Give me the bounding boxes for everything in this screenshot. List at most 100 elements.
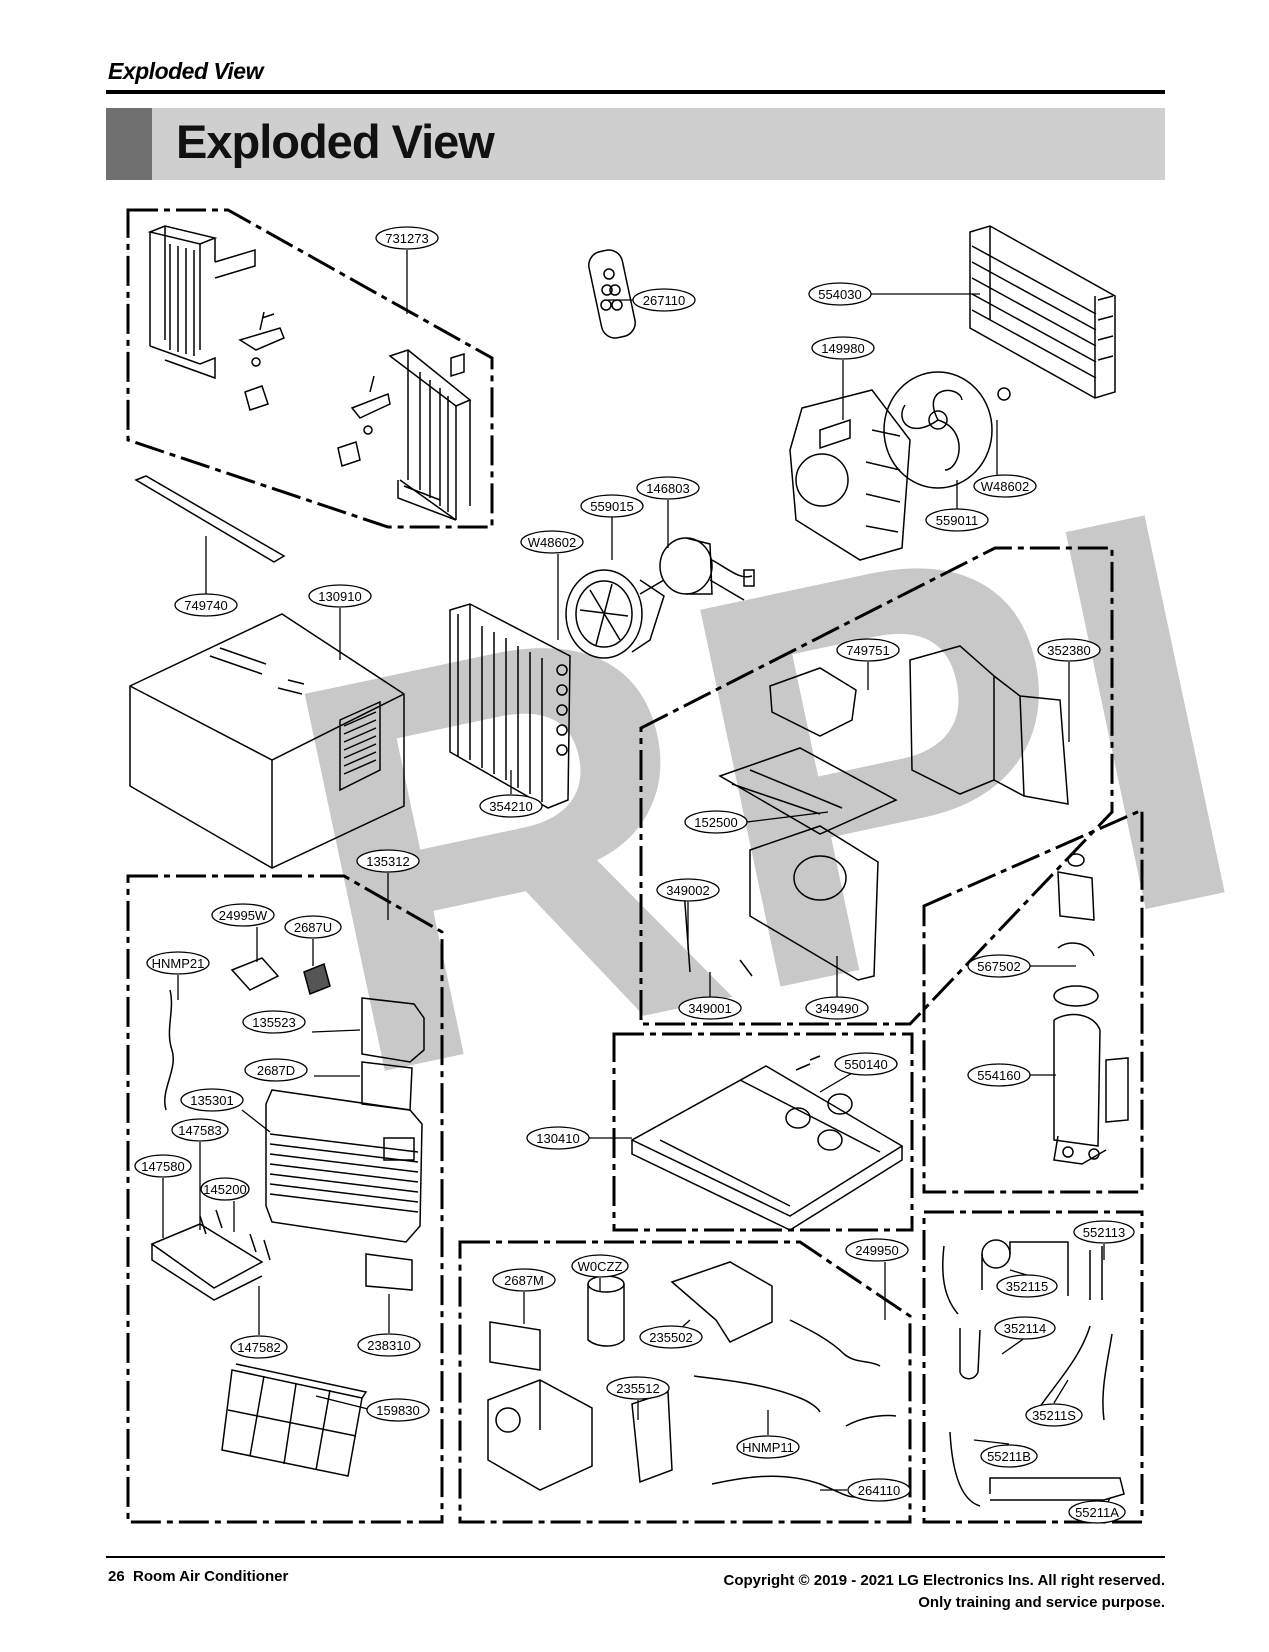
svg-text:147583: 147583 <box>178 1123 221 1138</box>
callout-552113: 552113 <box>1073 1220 1135 1244</box>
callout-2687D: 2687D <box>244 1058 308 1082</box>
callout-749740: 749740 <box>174 593 238 617</box>
callout-559015: 559015 <box>580 494 644 518</box>
svg-text:146803: 146803 <box>646 481 689 496</box>
callout-352115: 352115 <box>996 1274 1058 1298</box>
mounting-brackets <box>238 311 465 467</box>
callout-354210: 354210 <box>479 794 543 818</box>
callout-749751: 749751 <box>836 638 900 662</box>
callout-147580: 147580 <box>134 1154 192 1178</box>
callout-152500: 152500 <box>684 810 748 834</box>
callout-264110: 264110 <box>847 1478 911 1502</box>
callout-135312: 135312 <box>356 849 420 873</box>
callout-W48602-blower: W48602 <box>520 530 584 554</box>
svg-text:554160: 554160 <box>977 1068 1020 1083</box>
svg-text:2687D: 2687D <box>257 1063 295 1078</box>
title-accent-block <box>106 108 152 180</box>
svg-text:147580: 147580 <box>141 1159 184 1174</box>
product-name: Room Air Conditioner <box>133 1568 289 1585</box>
svg-text:749751: 749751 <box>846 643 889 658</box>
svg-text:559015: 559015 <box>590 499 633 514</box>
callout-W0CZZ: W0CZZ <box>571 1254 629 1278</box>
side-curtain-right <box>388 349 472 521</box>
svg-text:152500: 152500 <box>694 815 737 830</box>
svg-text:352114: 352114 <box>1004 1321 1046 1336</box>
svg-text:749740: 749740 <box>184 598 227 613</box>
svg-text:352380: 352380 <box>1047 643 1090 658</box>
svg-text:349002: 349002 <box>666 883 709 898</box>
callout-35211S: 35211S <box>1025 1403 1083 1427</box>
title-bar: Exploded View <box>106 108 1165 180</box>
tubing-sketch <box>942 1239 1125 1507</box>
svg-text:135312: 135312 <box>366 854 409 869</box>
svg-text:135301: 135301 <box>190 1093 233 1108</box>
callout-731273: 731273 <box>375 226 439 250</box>
svg-text:35211S: 35211S <box>1032 1408 1076 1423</box>
svg-text:352115: 352115 <box>1006 1279 1048 1294</box>
footer-legal: Copyright © 2019 - 2021 LG Electronics I… <box>724 1570 1165 1614</box>
callout-130410: 130410 <box>526 1126 590 1150</box>
callout-554030: 554030 <box>808 282 872 306</box>
svg-text:159830: 159830 <box>376 1403 419 1418</box>
callout-235512: 235512 <box>606 1376 670 1400</box>
callout-238310: 238310 <box>357 1333 421 1357</box>
electrical-parts-sketch <box>487 1261 897 1498</box>
page-title: Exploded View <box>176 115 495 168</box>
callout-567502: 567502 <box>967 954 1031 978</box>
callout-135523: 135523 <box>242 1010 306 1034</box>
group-border-window-kit <box>126 208 494 529</box>
svg-text:130410: 130410 <box>536 1131 579 1146</box>
svg-text:550140: 550140 <box>844 1057 887 1072</box>
blower-wheel-sketch <box>565 569 665 659</box>
compressor-sketch <box>1053 853 1129 1165</box>
air-filter-sketch <box>221 1363 368 1477</box>
svg-text:552113: 552113 <box>1083 1225 1125 1240</box>
header-divider <box>106 90 1165 94</box>
svg-text:145200: 145200 <box>203 1182 246 1197</box>
svg-text:24995W: 24995W <box>219 908 268 923</box>
svg-text:249950: 249950 <box>855 1243 898 1258</box>
svg-text:731273: 731273 <box>385 231 428 246</box>
svg-text:2687M: 2687M <box>504 1273 544 1288</box>
svg-text:264110: 264110 <box>858 1483 900 1498</box>
callout-HNMP21: HNMP21 <box>146 951 210 975</box>
base-pan-sketch <box>630 1055 904 1231</box>
group-border-tubing <box>922 1210 1144 1524</box>
callout-2687M: 2687M <box>492 1268 556 1292</box>
callout-349490: 349490 <box>805 996 869 1020</box>
svg-text:354210: 354210 <box>489 799 532 814</box>
svg-text:55211A: 55211A <box>1075 1505 1119 1520</box>
remote-control-sketch <box>588 249 636 339</box>
part-callouts: 731273 267110 554030 149980 146803 55901… <box>134 226 1135 1524</box>
callout-352114: 352114 <box>994 1316 1056 1340</box>
footer-page-info: 26 Room Air Conditioner <box>108 1568 288 1585</box>
callout-W48602-fan: W48602 <box>973 474 1037 498</box>
footer-divider <box>106 1556 1165 1558</box>
condenser-fan-sketch <box>883 371 1011 489</box>
svg-text:559011: 559011 <box>936 513 978 528</box>
callout-349002: 349002 <box>656 878 720 902</box>
svg-text:149980: 149980 <box>821 341 864 356</box>
callout-559011: 559011 <box>925 508 989 532</box>
callout-130910: 130910 <box>308 584 372 608</box>
callout-135301: 135301 <box>180 1088 244 1112</box>
callout-249950: 249950 <box>845 1238 909 1262</box>
callout-145200: 145200 <box>200 1177 250 1201</box>
svg-text:130910: 130910 <box>318 589 361 604</box>
part-sketches <box>129 225 1129 1507</box>
callout-146803: 146803 <box>636 476 700 500</box>
callout-349001: 349001 <box>678 996 742 1020</box>
group-border-control-front <box>126 874 444 1524</box>
group-boundaries <box>126 208 1144 1524</box>
section-header-label: Exploded View <box>108 58 263 84</box>
callout-147583: 147583 <box>171 1118 229 1142</box>
copyright-text: Copyright © 2019 - 2021 LG Electronics I… <box>723 1572 1165 1589</box>
fan-motor-sketch <box>639 537 755 601</box>
svg-text:567502: 567502 <box>977 959 1020 974</box>
seal-strip-sketch <box>134 475 286 563</box>
svg-text:267110: 267110 <box>643 293 685 308</box>
svg-text:2687U: 2687U <box>294 920 332 935</box>
shroud-sketch <box>789 389 911 561</box>
svg-text:235512: 235512 <box>616 1381 659 1396</box>
